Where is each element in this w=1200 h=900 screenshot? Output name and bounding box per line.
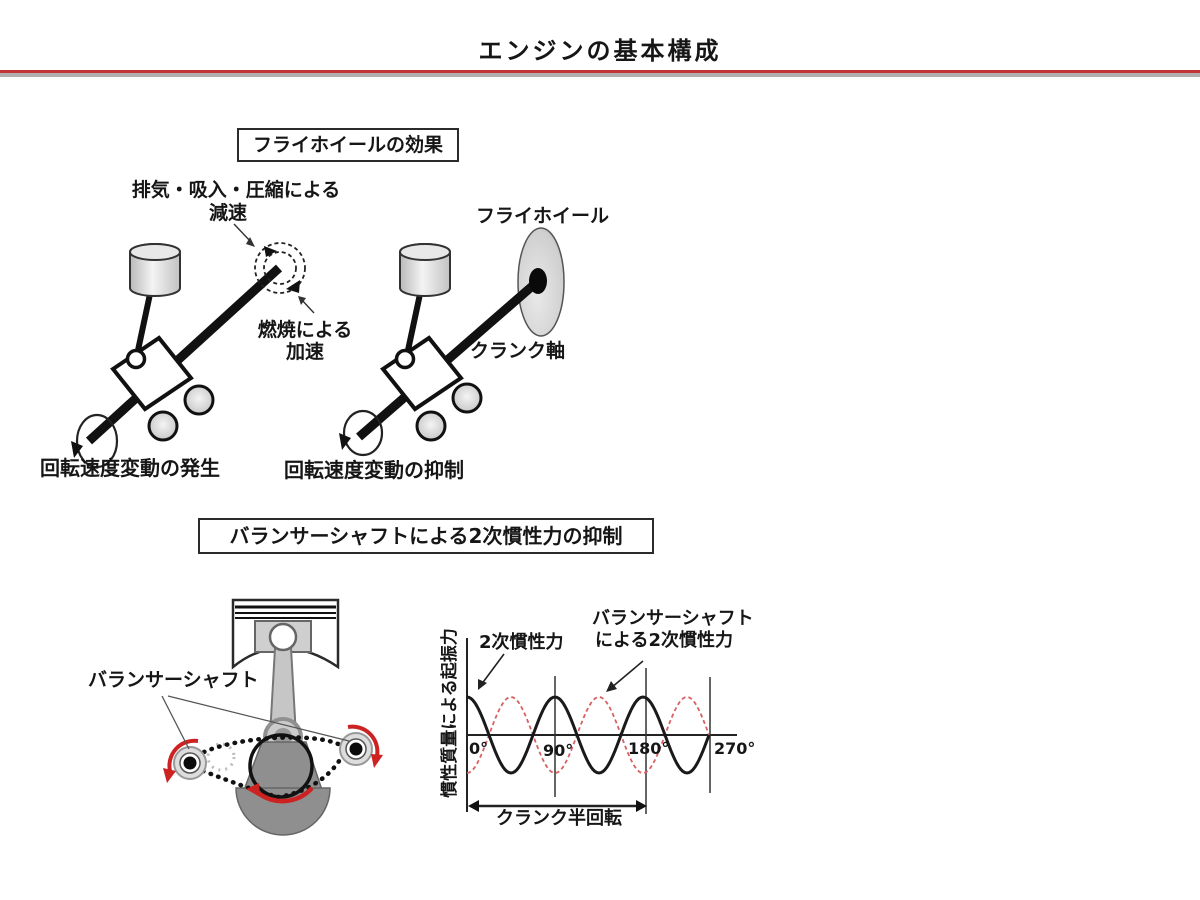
chain-dots-top [201, 735, 345, 755]
page-title: エンジンの基本構成 [478, 37, 722, 65]
divider-red-line [0, 70, 1200, 73]
rotation-arrowhead [286, 280, 300, 293]
caption-fluctuation-occurs: 回転速度変動の発生 [40, 456, 220, 480]
rotation-ellipse-arrow [342, 409, 384, 457]
series2-pointer-arrow [610, 660, 644, 689]
left-rotation-arrowhead [163, 768, 176, 783]
chart-series2-label-line2: による2次慣性力 [595, 630, 733, 651]
wrist-pin [268, 622, 298, 652]
inertia-force-chart [466, 638, 737, 814]
connecting-rod [134, 293, 153, 356]
balancer-shaft-illustration [161, 598, 383, 836]
crank-web [110, 335, 194, 412]
rotation-ellipse-arrowhead [71, 441, 83, 458]
chain-dots-bottom-right [275, 749, 347, 800]
pointer-arrowhead [606, 681, 617, 692]
right-rotation-arrowhead [371, 754, 383, 768]
chart-series1-label: 2次慣性力 [479, 632, 564, 653]
tick-0deg: 0° [469, 739, 489, 758]
left-rotation-arrow [167, 738, 199, 772]
crank-journal [183, 384, 215, 416]
rotation-ellipse-arrowhead [339, 433, 351, 450]
crank-circle [248, 733, 314, 799]
crank-without-flywheel-illustration [71, 223, 315, 469]
crank-journal [415, 410, 447, 442]
crank-journal [147, 410, 179, 442]
section-heading-balancer: バランサーシャフトによる2次慣性力の抑制 [198, 518, 654, 554]
series1-pointer-arrow [480, 653, 505, 686]
accel-rotation-arc [254, 242, 306, 294]
crank-rotation-arrowhead [246, 783, 260, 797]
label-crankshaft: クランク軸 [470, 340, 566, 362]
label-decel-line1: 排気・吸入・圧縮による [131, 179, 341, 201]
chain-dots-bottom-left [200, 768, 281, 800]
tick-270deg: 270° [714, 739, 756, 758]
crankshaft-line [85, 264, 283, 445]
label-accel-line2: 加速 [285, 341, 324, 363]
chart-span-label: クランク半回転 [496, 808, 622, 829]
crank-journal [451, 382, 483, 414]
span-arrowhead-left [468, 800, 479, 812]
piston-cylinder-top [399, 243, 451, 261]
chart-y-axis-label: 慣性質量による起振力 [440, 628, 460, 798]
crank-web [380, 335, 464, 412]
label-balancer-shaft: バランサーシャフト [88, 669, 259, 691]
piston-cylinder-top [129, 243, 181, 261]
decel-rotation-arc [263, 251, 297, 285]
rotation-ellipse-arrow [75, 413, 119, 469]
rod-joint [125, 348, 147, 370]
caption-fluctuation-suppressed: 回転速度変動の抑制 [284, 458, 464, 482]
pointer-arrowhead [246, 237, 255, 247]
flywheel-hub [529, 268, 547, 294]
right-rotation-arrow [347, 724, 380, 757]
tick-180deg: 180° [628, 739, 670, 758]
label-flywheel: フライホイール [476, 205, 610, 227]
left-balancer-core [183, 756, 197, 770]
secondary-inertia-wave [466, 695, 711, 775]
tick-90deg: 90° [543, 741, 574, 760]
balancer-inertia-wave [466, 696, 710, 774]
rod-joint [394, 348, 416, 370]
idler-dotted-circle [206, 742, 236, 772]
pointer-arrowhead [478, 679, 487, 690]
counterweight-fan [235, 787, 331, 836]
crank-with-flywheel-illustration [339, 227, 565, 457]
section-heading-flywheel: フライホイールの効果 [237, 128, 459, 162]
span-arrowhead-right [636, 800, 647, 812]
rotation-arrowhead [264, 246, 277, 257]
crank-rotation-arrow [255, 786, 314, 804]
chart-series2-label-line1: バランサーシャフト [592, 608, 754, 629]
divider-gray-line [0, 73, 1200, 77]
label-pointer-line [167, 695, 350, 742]
label-decel-line2: 減速 [208, 202, 247, 224]
pointer-arrowhead [298, 296, 306, 305]
label-accel-line1: 燃焼による [257, 319, 353, 341]
connecting-rod [404, 293, 423, 356]
label-pointer-line [161, 695, 190, 750]
right-balancer-core [349, 742, 363, 756]
